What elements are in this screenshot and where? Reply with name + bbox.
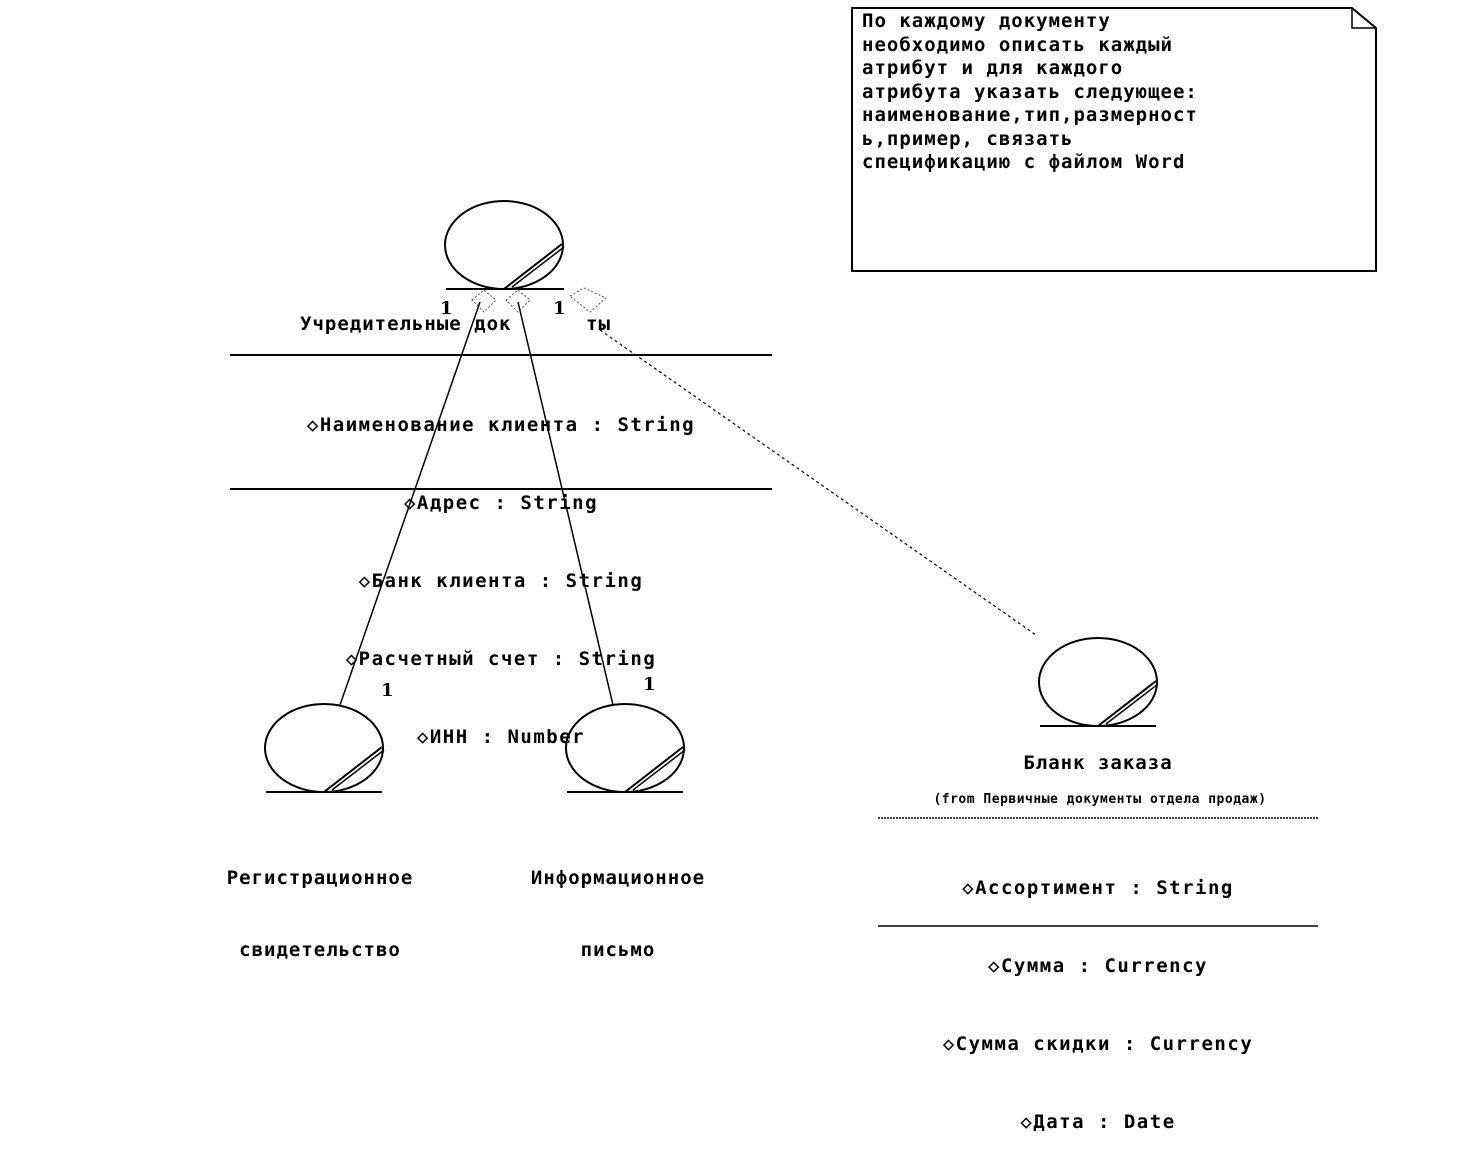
entity-icon-founding[interactable]	[444, 200, 565, 290]
name-line: Регистрационное	[226, 867, 414, 889]
entity-icon-order-form[interactable]	[1038, 637, 1159, 727]
class-name-founding[interactable]: Учредительные док ты	[300, 313, 611, 335]
note-text: По каждому документу необходимо описать …	[862, 10, 1198, 175]
class-name-registration[interactable]: Регистрационное свидетельство	[170, 818, 470, 986]
note-border	[851, 7, 1377, 272]
attribute[interactable]: ◇ИНН : Number	[416, 726, 586, 748]
name-line: свидетельство	[239, 939, 401, 961]
entity-icon-registration[interactable]	[264, 703, 385, 793]
attribute[interactable]: ◇Ассортимент : String	[962, 877, 1234, 899]
association-order-form[interactable]	[599, 329, 1037, 636]
note-fold	[1351, 8, 1376, 29]
founding-attributes: ◇Наименование клиента : String ◇Адрес : …	[230, 360, 772, 776]
attribute[interactable]: ◇Наименование клиента : String	[306, 414, 696, 436]
association-info-letter[interactable]	[517, 301, 614, 706]
note-line: атрибут и для каждого	[862, 57, 1124, 79]
multiplicity-registration: 1	[381, 680, 394, 701]
note-line: ь,пример, связать	[862, 127, 1074, 150]
attribute[interactable]: ◇Дата : Date	[1020, 1111, 1176, 1133]
note-line: По каждому документу	[862, 10, 1111, 32]
note-line: необходимо описать каждый	[862, 33, 1173, 56]
multiplicity-founding-left: 1	[440, 298, 453, 319]
note-line: спецификацию с файлом Word	[862, 151, 1186, 173]
order-form-package: (from Первичные документы отдела продаж)	[933, 792, 1267, 807]
class-name-order-form[interactable]: Бланк заказа	[1023, 752, 1173, 774]
multiplicity-founding-right: 1	[553, 298, 566, 319]
name-line: Информационное	[530, 867, 706, 889]
attribute[interactable]: ◇Расчетный счет : String	[345, 648, 657, 670]
attribute[interactable]: ◇Банк клиента : String	[358, 570, 644, 592]
aggregation-diamonds	[471, 287, 607, 313]
attribute[interactable]: ◇Сумма : Currency	[988, 955, 1208, 977]
order-form-attributes: ◇Ассортимент : String ◇Сумма : Currency …	[868, 823, 1328, 1161]
attribute[interactable]: ◇Адрес : String	[403, 492, 599, 514]
note-line: наименование,тип,размерност	[862, 104, 1198, 126]
entity-icon-info-letter[interactable]	[565, 703, 686, 793]
multiplicity-info-letter: 1	[643, 674, 656, 695]
class-name-info-letter[interactable]: Информационное письмо	[480, 818, 756, 986]
attribute[interactable]: ◇Сумма скидки : Currency	[942, 1033, 1254, 1055]
uml-diagram-canvas	[230, 7, 1377, 927]
note[interactable]: По каждому документу необходимо описать …	[852, 8, 1376, 271]
association-registration[interactable]	[339, 301, 481, 706]
note-line: атрибута указать следующее:	[862, 80, 1198, 103]
name-line: письмо	[580, 939, 656, 961]
